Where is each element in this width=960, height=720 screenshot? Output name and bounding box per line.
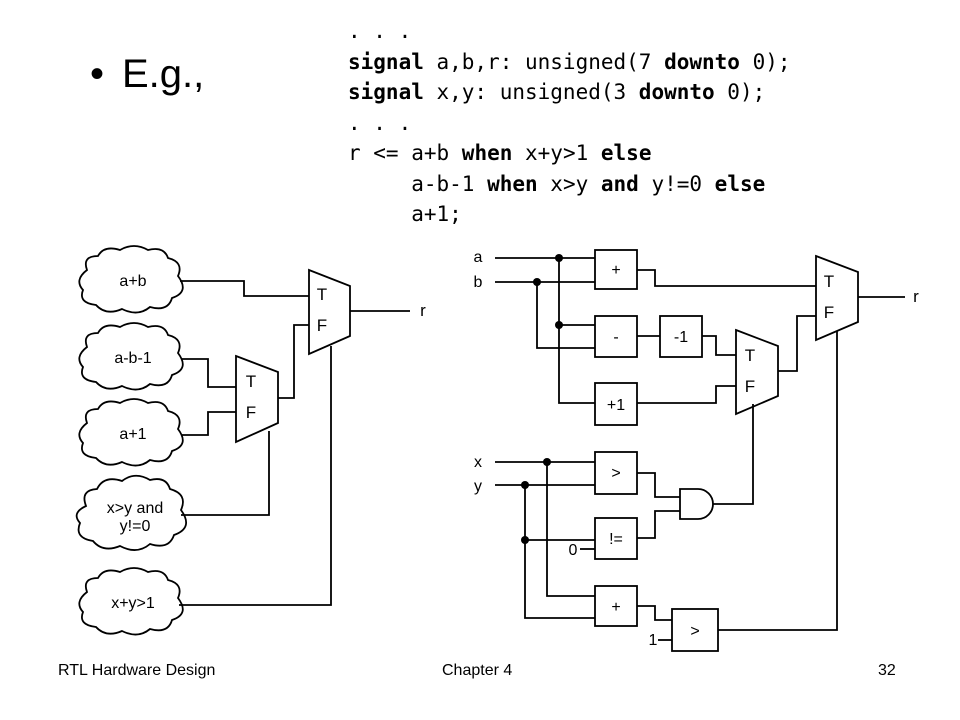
code-keyword: when: [487, 171, 538, 196]
code-line: a-b-1 when x>y and y!=0 else: [348, 169, 791, 200]
block-label-not-equal: !=: [609, 531, 623, 548]
junction-dot: [521, 536, 529, 544]
junction-dots: [521, 254, 563, 544]
mux-left-top-false-label: F: [317, 316, 327, 335]
code-keyword: else: [714, 171, 766, 196]
code-text: x>y: [537, 171, 601, 196]
code-text: . . .: [348, 110, 412, 135]
block-label-sub-ab: -: [613, 329, 618, 346]
block-label-add-ab: +: [611, 262, 620, 279]
code-line: signal x,y: unsigned(3 downto 0);: [348, 77, 791, 108]
code-text: a+1;: [348, 202, 462, 226]
code-text: y!=0: [638, 171, 715, 196]
cloud-text-x-gt-y-and: x>y and: [107, 500, 163, 517]
block-label-plus-one: +1: [607, 397, 625, 414]
input-label-x: x: [474, 454, 482, 471]
code-text: 0);: [714, 80, 766, 104]
bullet-dot: •: [90, 52, 105, 96]
code-line: r <= a+b when x+y>1 else: [348, 138, 791, 169]
right-output-label: r: [913, 287, 919, 306]
block-plus-one: [594, 382, 638, 426]
cloud-text-x-plus-y-gt-1: x+y>1: [111, 595, 155, 612]
mux-right-top: [815, 254, 859, 342]
cloud-text-y-ne-0: y!=0: [120, 518, 151, 535]
block-label-greater-one: >: [690, 623, 699, 640]
cloud-shape-x-gt-y: [75, 474, 188, 551]
code-text: x+y>1: [512, 141, 601, 165]
junction-dot: [555, 254, 563, 262]
code-keyword: else: [600, 141, 652, 165]
mux-right-top-true-label: T: [824, 272, 834, 291]
code-text: . . .: [348, 19, 412, 43]
code-keyword: downto: [664, 49, 740, 74]
right-circuit-labels: a b x y r + - -1 +1 > != + > 0 1 T F T F: [474, 249, 920, 649]
code-text: a,b,r: unsigned(7: [423, 49, 665, 74]
mux-left-top-true-label: T: [317, 285, 327, 304]
input-label-a: a: [474, 249, 483, 266]
code-line: . . .: [348, 108, 791, 139]
bullet-item: • E.g.,: [90, 52, 204, 97]
code-text: x,y: unsigned(3: [423, 80, 639, 104]
mux-right-bottom-false-label: F: [745, 377, 755, 396]
block-label-add-xy: +: [611, 599, 620, 616]
code-text: 0);: [739, 49, 791, 74]
mux-right-bottom: [735, 328, 779, 416]
code-text: a-b-1: [348, 171, 488, 196]
code-keyword: and: [600, 171, 639, 196]
input-label-y: y: [474, 478, 482, 495]
constant-one-label: 1: [649, 632, 658, 649]
code-text: r <= a+b: [348, 141, 462, 165]
block-label-greater: >: [611, 465, 620, 482]
and-gate-shape: [679, 488, 714, 520]
cloud-text-a-plus-b: a+b: [119, 273, 146, 290]
left-output-label: r: [420, 301, 426, 320]
cloud-text-a-plus-1: a+1: [119, 426, 146, 443]
code-keyword: signal: [348, 80, 424, 104]
code-keyword: downto: [638, 80, 715, 104]
mux-right-top-false-label: F: [824, 303, 834, 322]
code-keyword: signal: [348, 49, 424, 74]
cloud-shape-a-plus-1: [78, 398, 184, 467]
bullet-text: E.g.,: [122, 52, 205, 96]
block-label-minus-one: -1: [674, 329, 688, 346]
junction-dot: [521, 481, 529, 489]
code-line: signal a,b,r: unsigned(7 downto 0);: [348, 47, 791, 78]
mux-left-bottom-true-label: T: [246, 372, 256, 391]
cloud-shape-a-minus-b-minus-1: [78, 322, 184, 391]
footer-page-number: 32: [878, 662, 896, 679]
junction-dot: [555, 321, 563, 329]
footer-course-title: RTL Hardware Design: [58, 662, 216, 679]
cloud-shape-x-plus-y-gt-1: [78, 567, 184, 636]
constant-zero-label: 0: [569, 542, 578, 559]
footer-chapter: Chapter 4: [442, 662, 513, 679]
vhdl-code-block: . . . signal a,b,r: unsigned(7 downto 0);…: [348, 16, 791, 230]
code-keyword: when: [461, 141, 513, 165]
mux-left-top: [308, 268, 351, 356]
code-line: . . .: [348, 16, 791, 47]
mux-left-bottom: [235, 354, 279, 444]
junction-dot: [533, 278, 541, 286]
mux-right-bottom-true-label: T: [745, 346, 755, 365]
cloud-shape-a-plus-b: [78, 245, 184, 314]
junction-dot: [543, 458, 551, 466]
code-line: a+1;: [348, 199, 791, 230]
mux-left-bottom-false-label: F: [246, 403, 256, 422]
left-circuit: [75, 245, 410, 636]
left-circuit-labels: a+b a-b-1 a+1 x>y and y!=0 x+y>1 T F T F…: [107, 273, 426, 612]
cloud-text-a-minus-b-minus-1: a-b-1: [114, 350, 151, 367]
right-circuit: [495, 249, 905, 652]
input-label-b: b: [474, 274, 483, 291]
